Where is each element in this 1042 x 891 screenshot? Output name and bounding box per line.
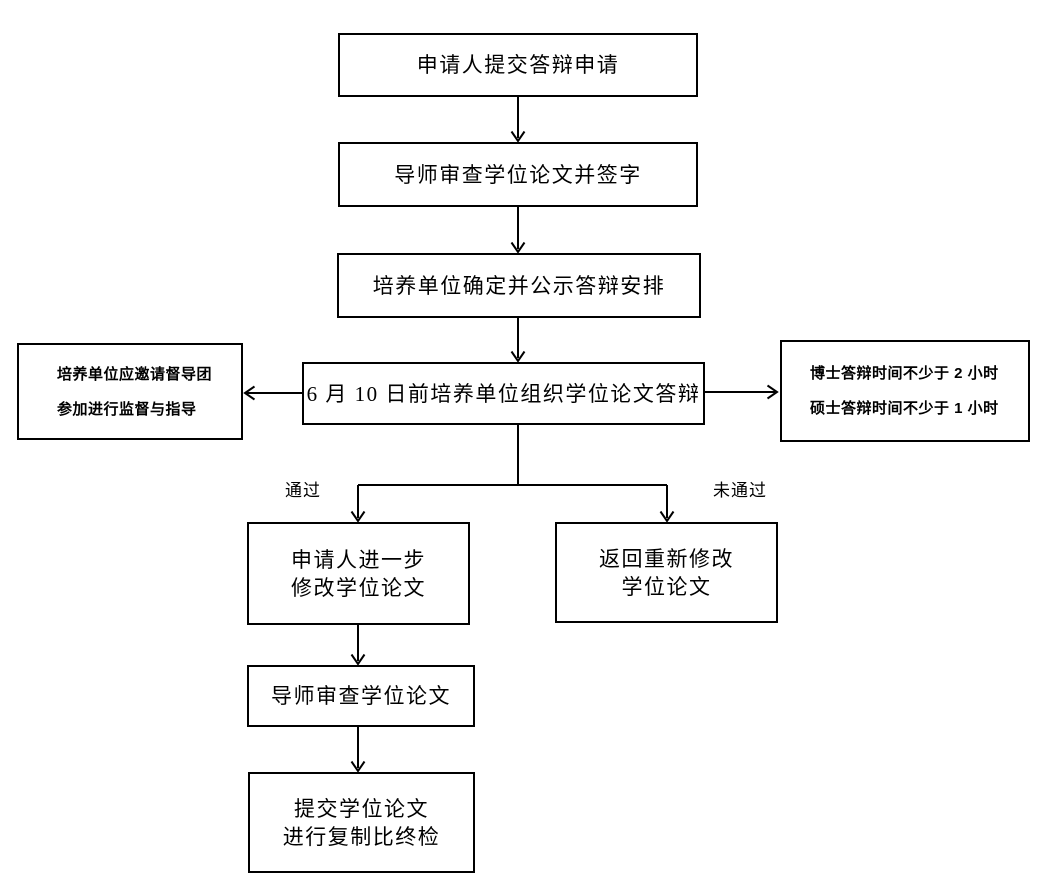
- arrow-fail-to-return: [659, 485, 675, 523]
- node-plagiarism-check-line2: 进行复制比终检: [282, 824, 441, 849]
- node-duration-note-line1: 博士答辩时间不少于 2 小时: [810, 365, 999, 382]
- node-supervision-note-line1: 培养单位应邀请督导团: [57, 365, 213, 383]
- arrow-advisor-sign-to-publish: [510, 207, 526, 254]
- node-revise-thesis: 申请人进一步 修改学位论文: [247, 522, 470, 625]
- node-organize-defense: 6 月 10 日前培养单位组织学位论文答辩: [302, 362, 705, 425]
- node-supervision-note: 培养单位应邀请督导团 参加进行监督与指导: [17, 343, 243, 440]
- node-submit-application-label: 申请人提交答辩申请: [416, 53, 620, 77]
- arrow-pass-to-revise: [350, 485, 366, 523]
- node-organize-defense-label: 6 月 10 日前培养单位组织学位论文答辩: [306, 381, 701, 406]
- node-plagiarism-check: 提交学位论文 进行复制比终检: [248, 772, 475, 873]
- node-supervision-note-line2: 参加进行监督与指导: [57, 400, 197, 418]
- node-revise-thesis-line1: 申请人进一步: [291, 547, 426, 572]
- node-submit-application: 申请人提交答辩申请: [338, 33, 698, 97]
- node-duration-note-line2: 硕士答辩时间不少于 1 小时: [810, 400, 999, 417]
- edge-label-pass: 通过: [285, 481, 321, 500]
- arrow-submit-to-advisor-sign: [510, 97, 526, 143]
- node-return-revise-line2: 学位论文: [621, 574, 712, 599]
- arrow-advisor-review-to-plagiarism: [350, 727, 366, 773]
- edge-label-fail: 未通过: [713, 481, 767, 500]
- node-return-revise: 返回重新修改 学位论文: [555, 522, 778, 623]
- node-return-revise-line1: 返回重新修改: [599, 546, 734, 571]
- node-advisor-sign: 导师审查学位论文并签字: [338, 142, 698, 207]
- node-revise-thesis-line2: 修改学位论文: [291, 575, 426, 600]
- arrow-defense-to-duration-note: [705, 384, 779, 400]
- arrow-defense-to-supervision-note: [243, 385, 302, 401]
- node-publish-arrangement: 培养单位确定并公示答辩安排: [337, 253, 701, 318]
- arrow-publish-to-defense: [510, 318, 526, 363]
- arrow-revise-to-advisor-review: [350, 625, 366, 666]
- node-plagiarism-check-line1: 提交学位论文: [294, 796, 429, 821]
- node-advisor-sign-label: 导师审查学位论文并签字: [394, 162, 642, 187]
- node-duration-note: 博士答辩时间不少于 2 小时 硕士答辩时间不少于 1 小时: [780, 340, 1030, 442]
- branch-connector: [358, 425, 667, 486]
- node-advisor-review: 导师审查学位论文: [247, 665, 475, 727]
- node-publish-arrangement-label: 培养单位确定并公示答辩安排: [372, 273, 666, 298]
- node-advisor-review-label: 导师审查学位论文: [271, 684, 451, 708]
